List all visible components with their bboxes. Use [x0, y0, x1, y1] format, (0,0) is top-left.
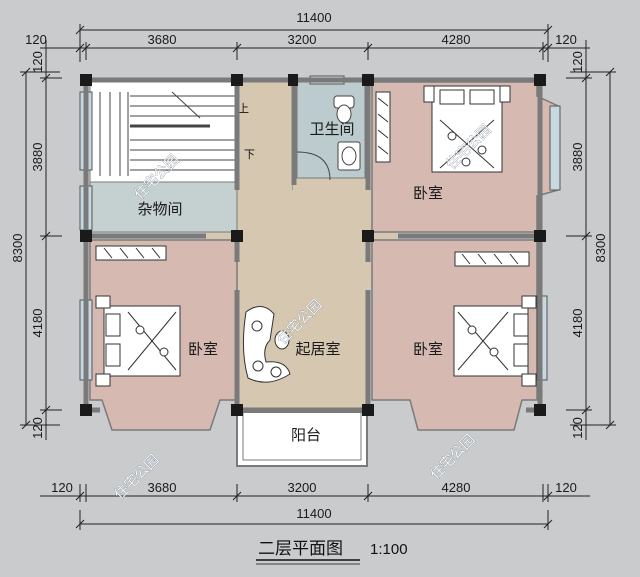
dim-right-total: 8300: [593, 234, 608, 263]
drawing-title: 二层平面图: [258, 539, 343, 559]
bedroom-southeast: [371, 239, 548, 431]
room-label-bedroom-se: 卧室: [413, 340, 443, 358]
dim-right-seg-4: 120: [570, 417, 585, 439]
structural-columns: [80, 74, 546, 416]
dim-right-seg-3: 4180: [570, 309, 585, 338]
dim-left-seg-1: 120: [30, 51, 45, 73]
stair-up-label: 上: [238, 102, 249, 115]
bedroom-northeast: [371, 81, 561, 233]
dim-left-total: 8300: [10, 234, 25, 263]
watermark-4: 住宅公园: [112, 452, 163, 503]
room-label-bedroom-ne: 卧室: [413, 184, 443, 202]
dim-right-seg-2: 3880: [570, 143, 585, 172]
dim-top-seg-2: 3680: [148, 32, 177, 47]
walls: [83, 77, 543, 413]
living-sofa: [242, 306, 291, 383]
room-label-balcony: 阳台: [291, 426, 321, 444]
room-label-living: 起居室: [295, 340, 340, 358]
balcony: [236, 411, 368, 467]
dimension-lines: [20, 24, 616, 530]
drawing-scale: 1:100: [370, 541, 408, 558]
dim-left-seg-4: 120: [30, 417, 45, 439]
dim-right-seg-1: 120: [570, 51, 585, 73]
watermark-5: 住宅公园: [428, 432, 479, 483]
room-label-bathroom: 卫生间: [309, 120, 354, 138]
dim-bottom-seg-2: 3680: [148, 480, 177, 495]
dim-top-total: 11400: [296, 10, 331, 25]
room-label-storage: 杂物间: [137, 200, 182, 218]
bed-icon-southeast: [453, 295, 537, 387]
dim-top-seg-3: 3200: [288, 32, 317, 47]
dim-top-seg-4: 4280: [442, 32, 471, 47]
storage-room: [79, 181, 238, 233]
dim-top-seg-5: 120: [555, 32, 577, 47]
room-label-bedroom-sw: 卧室: [188, 340, 218, 358]
stair-down-label: 下: [244, 148, 255, 161]
dim-bottom-total: 11400: [296, 506, 331, 521]
dim-bottom-seg-1: 120: [51, 480, 73, 495]
bathroom: [296, 75, 366, 181]
bed-icon-northeast: [423, 85, 511, 173]
stairwell: 上 下: [79, 81, 255, 183]
dim-top-seg-1: 120: [25, 32, 47, 47]
dim-left-seg-3: 4180: [30, 309, 45, 338]
dim-left-seg-2: 3880: [30, 143, 45, 172]
dim-bottom-seg-4: 4280: [442, 480, 471, 495]
dim-bottom-seg-3: 3200: [288, 480, 317, 495]
dim-bottom-seg-5: 120: [555, 480, 577, 495]
bedroom-southwest: [79, 239, 238, 431]
bed-icon-southwest: [95, 295, 181, 387]
